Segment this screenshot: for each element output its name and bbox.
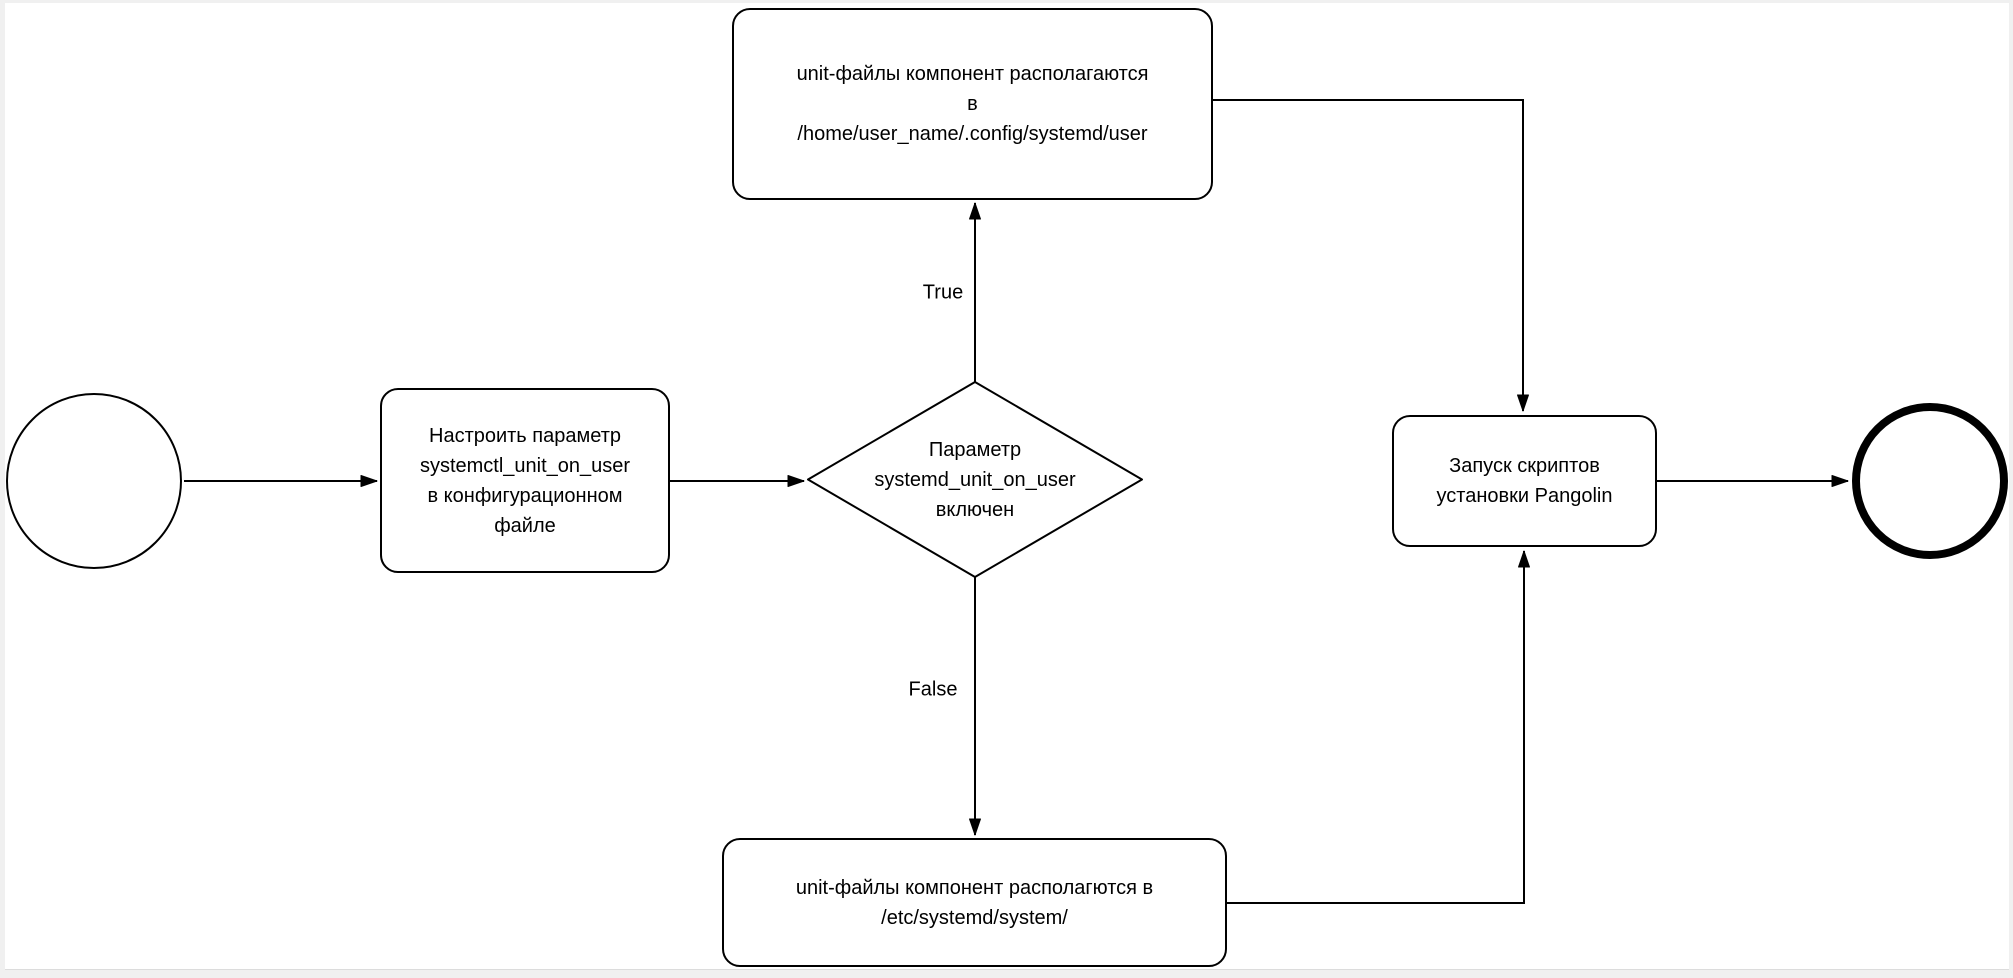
process-user-units-label: unit-файлы компонент располагаются в /ho… bbox=[796, 63, 1149, 145]
end-node bbox=[1852, 403, 2008, 559]
connector-system-units-to-run-scripts bbox=[1227, 550, 1530, 904]
edge-label-true: True bbox=[920, 281, 966, 305]
process-user-units: unit-файлы компонент располагаются в /ho… bbox=[732, 8, 1213, 200]
process-configure-label: Настроить параметр systemctl_unit_on_use… bbox=[419, 424, 631, 537]
connector-user-units-to-run-scripts bbox=[1213, 99, 1529, 412]
start-node bbox=[6, 393, 182, 569]
process-run-scripts: Запуск скриптов установки Pangolin bbox=[1392, 415, 1657, 547]
edge-label-false: False bbox=[906, 678, 960, 702]
process-run-scripts-label: Запуск скриптов установки Pangolin bbox=[1436, 455, 1613, 507]
process-system-units: unit-файлы компонент располагются в /etc… bbox=[722, 838, 1227, 967]
process-configure-param: Настроить параметр systemctl_unit_on_use… bbox=[380, 388, 670, 573]
decision-diamond-shape bbox=[807, 381, 1143, 578]
process-system-units-label: unit-файлы компонент располагются в /etc… bbox=[795, 876, 1154, 929]
decision-label: Параметр systemd_unit_on_user включен bbox=[874, 438, 1076, 521]
